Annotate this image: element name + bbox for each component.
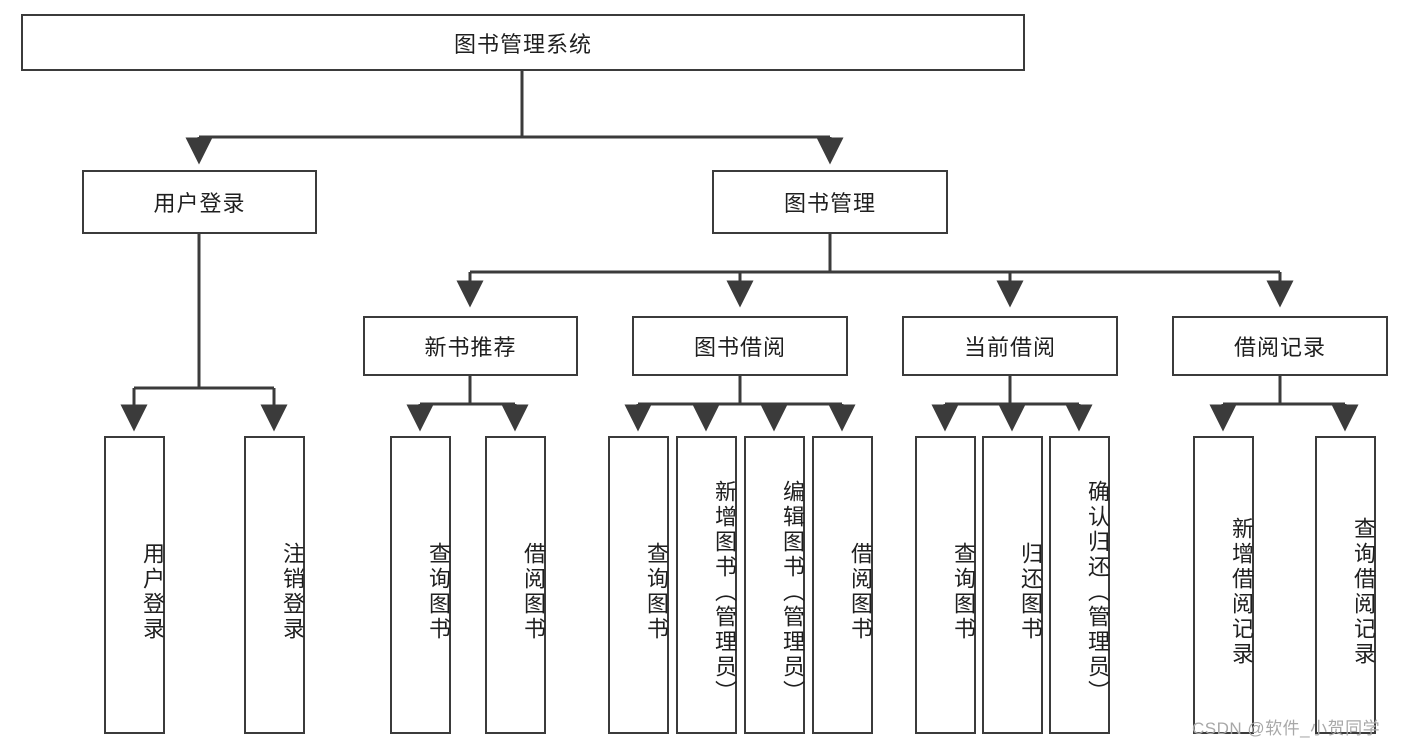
node-label: 归还图书 (1018, 542, 1043, 642)
node-current-borrowing[interactable]: 当前借阅 (902, 316, 1118, 376)
node-label: 查询图书 (644, 542, 669, 642)
node-label: 图书借阅 (693, 335, 786, 360)
leaf-borrow-book-rec[interactable]: 借阅图书 (485, 436, 546, 734)
node-label: 新增图书（管理员） (712, 479, 737, 705)
node-label: 图书管理 (783, 191, 876, 216)
node-label: 查询借阅记录 (1351, 517, 1376, 667)
node-label: 查询图书 (951, 542, 976, 642)
node-new-book-recommendation[interactable]: 新书推荐 (363, 316, 578, 376)
node-label: 借阅图书 (521, 542, 546, 642)
node-borrowing-record[interactable]: 借阅记录 (1172, 316, 1388, 376)
node-user-login[interactable]: 用户登录 (82, 170, 317, 234)
node-label: 借阅记录 (1233, 335, 1326, 360)
watermark: CSDN @软件_小贺同学 (1192, 719, 1381, 738)
leaf-return-book[interactable]: 归还图书 (982, 436, 1043, 734)
node-label: 注销登录 (280, 542, 305, 642)
leaf-query-book-current[interactable]: 查询图书 (915, 436, 976, 734)
node-label: 新增借阅记录 (1229, 517, 1254, 667)
node-label: 查询图书 (426, 542, 451, 642)
node-book-borrowing[interactable]: 图书借阅 (632, 316, 848, 376)
node-label: 用户登录 (153, 191, 246, 216)
node-label: 图书管理系统 (453, 31, 592, 57)
node-label: 编辑图书（管理员） (780, 479, 805, 705)
node-label: 新书推荐 (424, 335, 517, 360)
node-label: 借阅图书 (848, 542, 873, 642)
leaf-borrow-book[interactable]: 借阅图书 (812, 436, 873, 734)
node-label: 当前借阅 (963, 335, 1056, 360)
leaf-add-book-admin[interactable]: 新增图书（管理员） (676, 436, 737, 734)
leaf-query-book-borrow[interactable]: 查询图书 (608, 436, 669, 734)
leaf-logout[interactable]: 注销登录 (244, 436, 305, 734)
leaf-query-borrow-record[interactable]: 查询借阅记录 (1315, 436, 1376, 734)
node-book-management[interactable]: 图书管理 (712, 170, 948, 234)
leaf-confirm-return-admin[interactable]: 确认归还（管理员） (1049, 436, 1110, 734)
node-label: 用户登录 (140, 542, 165, 642)
leaf-user-login[interactable]: 用户登录 (104, 436, 165, 734)
leaf-edit-book-admin[interactable]: 编辑图书（管理员） (744, 436, 805, 734)
leaf-add-borrow-record[interactable]: 新增借阅记录 (1193, 436, 1254, 734)
node-label: 确认归还（管理员） (1085, 479, 1110, 705)
leaf-query-book-rec[interactable]: 查询图书 (390, 436, 451, 734)
node-book-management-system[interactable]: 图书管理系统 (21, 14, 1025, 71)
